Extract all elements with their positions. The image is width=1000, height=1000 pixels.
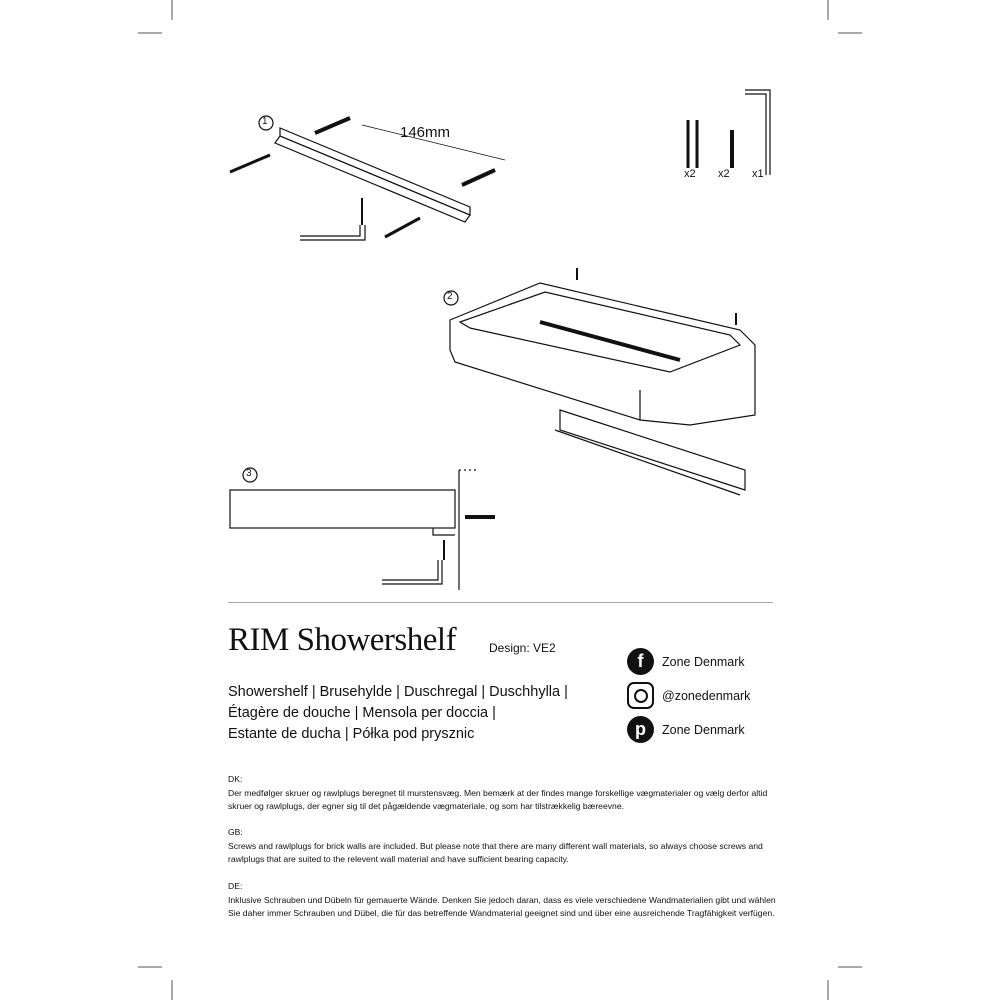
part-qty-plugs: x2 <box>718 168 730 180</box>
instructions-de: DE: Inklusive Schrauben und Dübeln für g… <box>228 880 788 921</box>
parts-drawing <box>686 89 771 175</box>
step2-drawing <box>443 268 756 496</box>
divider <box>228 602 773 603</box>
lang-label: GB: <box>228 827 243 837</box>
instructions-gb: GB: Screws and rawlplugs for brick walls… <box>228 826 788 867</box>
instruction-text: Screws and rawlplugs for brick walls are… <box>228 840 763 865</box>
step1-number: 1 <box>262 116 268 127</box>
product-names-line: Estante de ducha | Półka pod prysznic <box>228 726 475 742</box>
dimension-label: 146mm <box>400 124 451 141</box>
product-names: Showershelf | Brusehylde | Duschregal | … <box>228 682 568 745</box>
crop-marks <box>138 0 862 1000</box>
social-text: Zone Denmark <box>662 654 745 669</box>
part-qty-screws: x2 <box>684 168 696 180</box>
lang-label: DK: <box>228 774 243 784</box>
social-text: @zonedenmark <box>662 688 751 703</box>
social-text: Zone Denmark <box>662 722 745 737</box>
instagram-icon <box>627 682 654 709</box>
social-facebook: f Zone Denmark <box>627 648 745 675</box>
step3-drawing <box>229 467 495 590</box>
step3-number: 3 <box>246 468 252 479</box>
designer-credit: Design: VE2 <box>489 641 556 655</box>
social-instagram: @zonedenmark <box>627 682 750 709</box>
product-names-line: Showershelf | Brusehylde | Duschregal | … <box>228 684 568 700</box>
step2-number: 2 <box>447 291 453 302</box>
step1-drawing <box>229 115 506 241</box>
product-title: RIM Showershelf <box>228 622 457 658</box>
instruction-text: Der medfølger skruer og rawlplugs beregn… <box>228 787 768 812</box>
social-pinterest: p Zone Denmark <box>627 716 745 743</box>
instructions-dk: DK: Der medfølger skruer og rawlplugs be… <box>228 773 788 814</box>
part-qty-key: x1 <box>752 168 764 180</box>
product-names-line: Étagère de douche | Mensola per doccia | <box>228 705 496 721</box>
instruction-text: Inklusive Schrauben und Dübeln für gemau… <box>228 894 776 919</box>
pinterest-icon: p <box>627 716 654 743</box>
facebook-icon: f <box>627 648 654 675</box>
lang-label: DE: <box>228 881 243 891</box>
